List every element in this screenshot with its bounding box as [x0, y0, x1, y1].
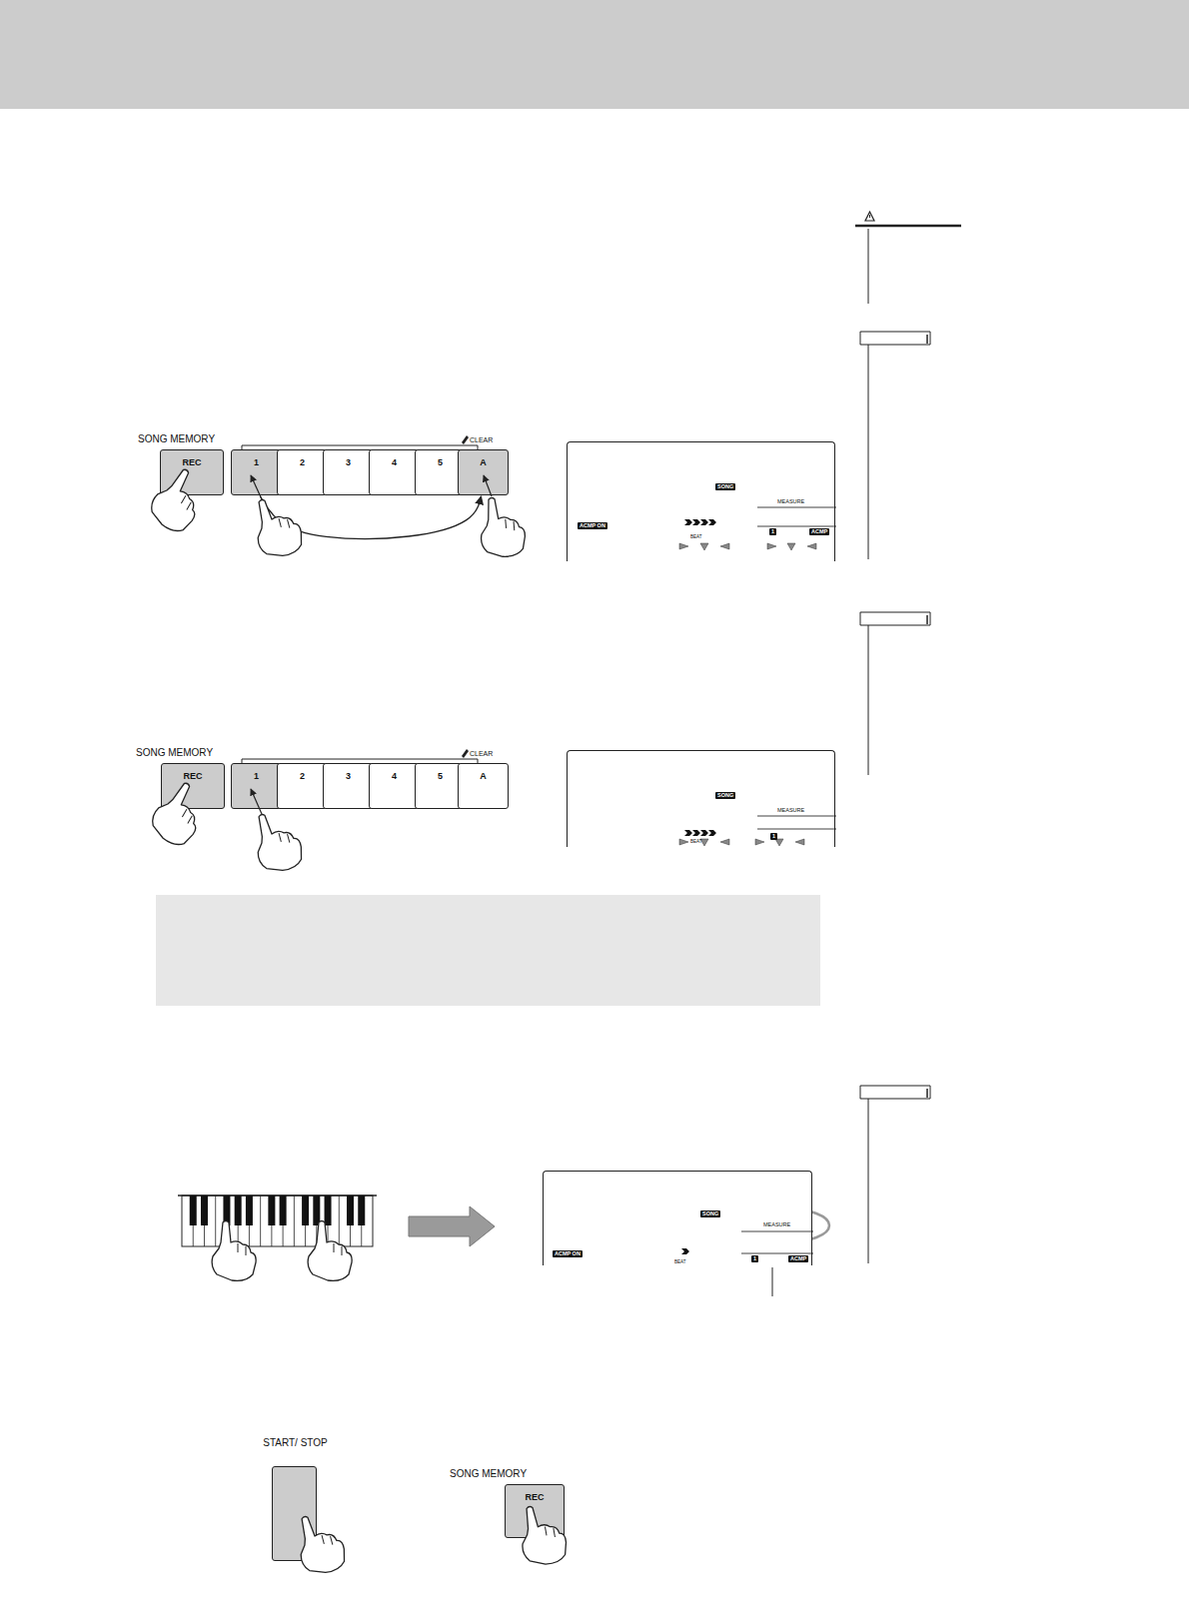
display-indicator: SONG: [715, 792, 736, 800]
lcd-display: SONG MEASURE BEAT 1: [566, 750, 836, 848]
panel-button: 3: [322, 449, 374, 496]
press-arrow: [250, 475, 262, 500]
pencil-icon: [461, 749, 469, 759]
button-label: A: [458, 450, 508, 468]
panel-button: START/ STOP: [271, 1466, 317, 1562]
display-indicator: BEAT: [690, 534, 702, 540]
button-label: 1: [231, 764, 281, 782]
clear-label: CLEAR: [469, 436, 493, 444]
panel-button: 4: [368, 763, 420, 810]
lcd-display: SONG MEASURE ACMP ON BEAT 1 ACMP: [566, 441, 836, 562]
button-label: 2: [277, 450, 327, 468]
pointing-hand: [247, 807, 306, 877]
panel-button: 2: [276, 449, 328, 496]
pointing-hand: [145, 777, 214, 852]
button-label: 2: [277, 764, 327, 782]
button-label: REC: [505, 1485, 564, 1503]
press-arrow: [483, 475, 492, 497]
button-label: START/ STOP: [262, 1437, 328, 1449]
button-label: 4: [369, 450, 419, 468]
display-indicator: BEAT: [674, 1259, 686, 1265]
pointing-hand: [477, 495, 527, 560]
flow-arrow: [408, 1206, 495, 1247]
clear-label: CLEAR: [469, 750, 493, 758]
pointing-hand: [290, 1509, 349, 1579]
display-indicator: ACMP ON: [552, 1250, 583, 1258]
display-segments: [567, 751, 837, 849]
panel-button: REC: [160, 763, 225, 810]
pointing-hand: [211, 1221, 256, 1282]
button-label: REC: [160, 450, 223, 468]
panel-button: A: [457, 449, 509, 496]
display-segments: [543, 1172, 814, 1267]
panel-button: 4: [368, 449, 420, 496]
group-label: SONG MEMORY: [137, 433, 215, 445]
button-label: REC: [161, 764, 224, 782]
display-indicator: ACMP: [788, 1255, 809, 1263]
shaded-panel: [155, 895, 821, 1007]
panel-button: A: [457, 763, 509, 810]
display-indicator: MEASURE: [777, 498, 805, 506]
leader-line: [772, 1267, 774, 1297]
pointing-hand: [515, 1501, 570, 1569]
group-label: SONG MEMORY: [449, 1468, 527, 1480]
header-band: [0, 0, 1189, 109]
display-indicator: SONG: [700, 1210, 721, 1218]
pointing-hand: [247, 492, 306, 562]
panel-button: 2: [276, 763, 328, 810]
display-indicator: MEASURE: [777, 807, 805, 815]
button-label: 3: [323, 764, 373, 782]
panel-button: REC: [159, 449, 224, 496]
button-label: 1: [231, 450, 281, 468]
display-indicator: 1: [751, 1255, 759, 1263]
display-indicator: ACMP: [809, 528, 830, 536]
group-label: SONG MEMORY: [135, 747, 213, 759]
display-indicator: BEAT: [690, 839, 702, 845]
panel-button: 1: [230, 449, 282, 496]
lcd-display: SONG MEASURE ACMP ON BEAT 1 ACMP: [542, 1171, 813, 1266]
display-indicator: SONG: [715, 483, 736, 491]
button-label: 4: [369, 764, 419, 782]
display-indicator: ACMP ON: [577, 522, 608, 530]
display-indicator: 1: [770, 833, 778, 841]
panel-button: 1: [230, 763, 282, 810]
panel-button: 3: [322, 763, 374, 810]
press-arrow: [250, 789, 262, 815]
pointing-hand: [144, 463, 213, 538]
pointing-hand: [307, 1221, 352, 1282]
button-label: 3: [323, 450, 373, 468]
display-indicator: 1: [769, 528, 777, 536]
display-indicator: MEASURE: [763, 1221, 791, 1229]
curved-arrow: [260, 496, 482, 539]
sidebar-marks: [855, 211, 962, 1264]
button-label: A: [458, 764, 508, 782]
keyboard: [177, 1195, 377, 1247]
panel-button: REC: [504, 1484, 565, 1539]
pencil-icon: [461, 435, 469, 445]
